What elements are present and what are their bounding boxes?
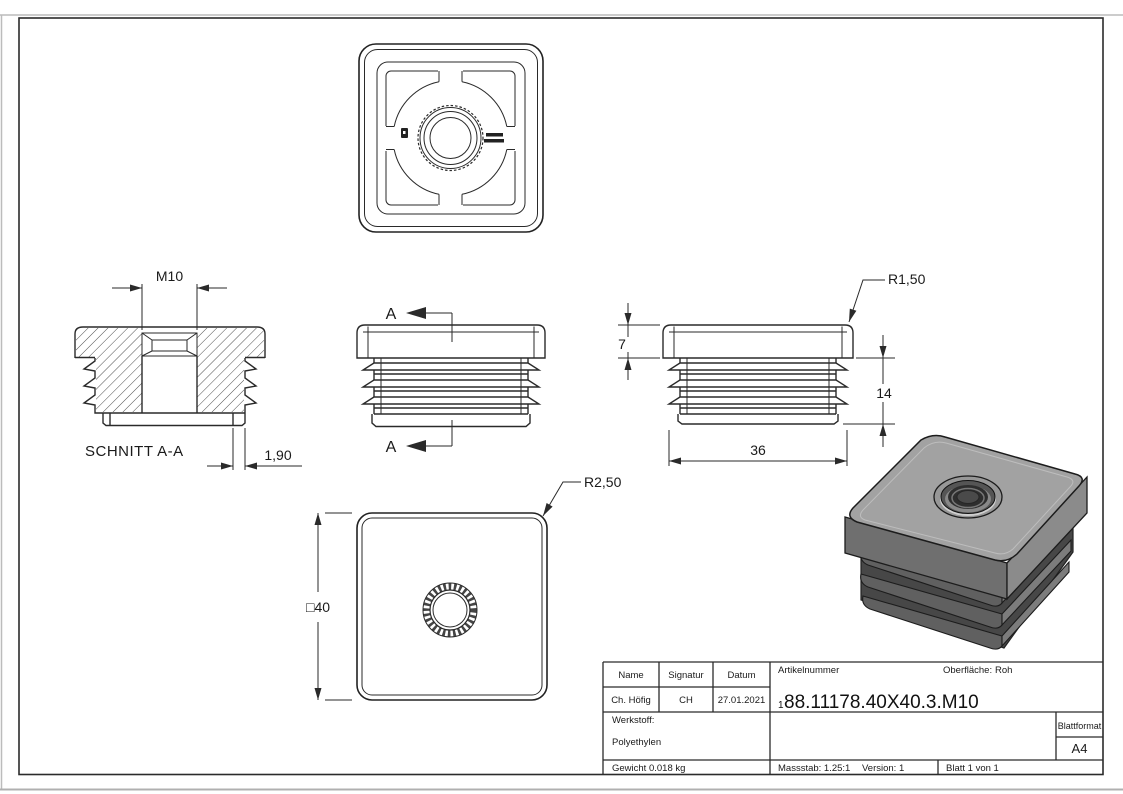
section-nut-pocket <box>141 332 198 357</box>
dim-square-size: □40 <box>306 512 352 701</box>
tb-name-header: Name <box>618 670 643 681</box>
section-view-label: SCHNITT A-A <box>85 443 184 460</box>
tb-artikelnummer-value: 88.11178.40X40.3.M10 <box>784 692 979 713</box>
top-view <box>358 43 544 233</box>
dim-plate-thickness: 1,90 <box>207 428 302 470</box>
top-view-rib-circle <box>386 71 515 205</box>
section-marker-bottom: A <box>386 439 397 456</box>
iso-threaded-hole <box>933 475 1003 519</box>
title-block-grid <box>602 661 1103 775</box>
tb-oberflaeche-label: Oberfläche: <box>943 665 992 676</box>
section-marker-top: A <box>386 306 397 323</box>
tb-signatur-header: Signatur <box>668 670 703 681</box>
tb-signatur-value: CH <box>679 695 693 706</box>
side-view-outline <box>662 324 854 425</box>
dim-cap-height-label: 7 <box>618 336 626 352</box>
tb-werkstoff-label: Werkstoff: <box>612 715 654 726</box>
tb-version: Version: 1 <box>862 763 904 774</box>
tb-artikelnummer-label: Artikelnummer <box>778 665 839 676</box>
top-view-threaded-hole <box>417 104 484 172</box>
dim-m10: M10 <box>112 268 227 330</box>
page-edges <box>0 14 1123 791</box>
tb-name-value: Ch. Höfig <box>611 695 651 706</box>
drawing-border <box>18 17 1104 776</box>
dim-insert-height: 14 <box>843 335 895 447</box>
dim-m10-label: M10 <box>156 268 183 284</box>
front-view-outline <box>356 324 546 428</box>
section-view: M10 1,90 SCHNITT A-A <box>74 268 302 470</box>
section-outline <box>74 326 266 427</box>
dim-square-size-label: □40 <box>306 599 330 615</box>
iso-3d-view <box>844 434 1088 650</box>
dim-cap-height: 7 <box>618 303 660 380</box>
front-view: A A <box>356 306 546 456</box>
bottom-view-inner-edge <box>361 517 543 696</box>
section-hatch-left <box>76 328 142 412</box>
bottom-view: □40 R2,50 <box>306 474 622 701</box>
tb-datum-header: Datum <box>728 670 756 681</box>
side-view: 7 14 36 R1,50 <box>618 271 926 466</box>
leader-cap-edge-radius: R1,50 <box>848 271 926 323</box>
tb-blattformat-label: Blattformat <box>1058 721 1102 731</box>
bottom-view-threaded-hole <box>422 582 478 638</box>
leader-cap-edge-radius-label: R1,50 <box>888 271 926 287</box>
tb-massstab: Massstab: 1.25:1 <box>778 763 850 774</box>
section-line-a-a: A A <box>386 306 453 456</box>
tb-artikelnummer-prefix: 1 <box>778 700 784 711</box>
tb-oberflaeche-value: Roh <box>995 665 1012 676</box>
top-view-cap-edge <box>364 49 538 227</box>
dim-insert-height-label: 14 <box>876 385 892 401</box>
tb-gewicht: Gewicht 0.018 kg <box>612 763 685 774</box>
dim-plate-thickness-label: 1,90 <box>264 447 291 463</box>
dim-insert-width: 36 <box>668 430 848 466</box>
tb-blattformat-value: A4 <box>1072 741 1088 756</box>
top-view-embossed-marks <box>401 128 504 143</box>
tb-werkstoff-value: Polyethylen <box>612 737 661 748</box>
leader-corner-radius: R2,50 <box>542 474 622 517</box>
leader-corner-radius-label: R2,50 <box>584 474 622 490</box>
top-view-body-edge <box>376 61 526 215</box>
tb-datum-value: 27.01.2021 <box>718 695 766 706</box>
top-view-outer-edge <box>358 43 544 233</box>
section-hatch-right <box>197 328 264 412</box>
bottom-view-outer-edge <box>356 512 548 701</box>
iso-top-bevel <box>859 441 1074 555</box>
dim-insert-width-label: 36 <box>750 442 766 458</box>
tb-blatt: Blatt 1 von 1 <box>946 763 999 774</box>
title-block: Name Signatur Datum Ch. Höfig CH 27.01.2… <box>602 661 1103 775</box>
